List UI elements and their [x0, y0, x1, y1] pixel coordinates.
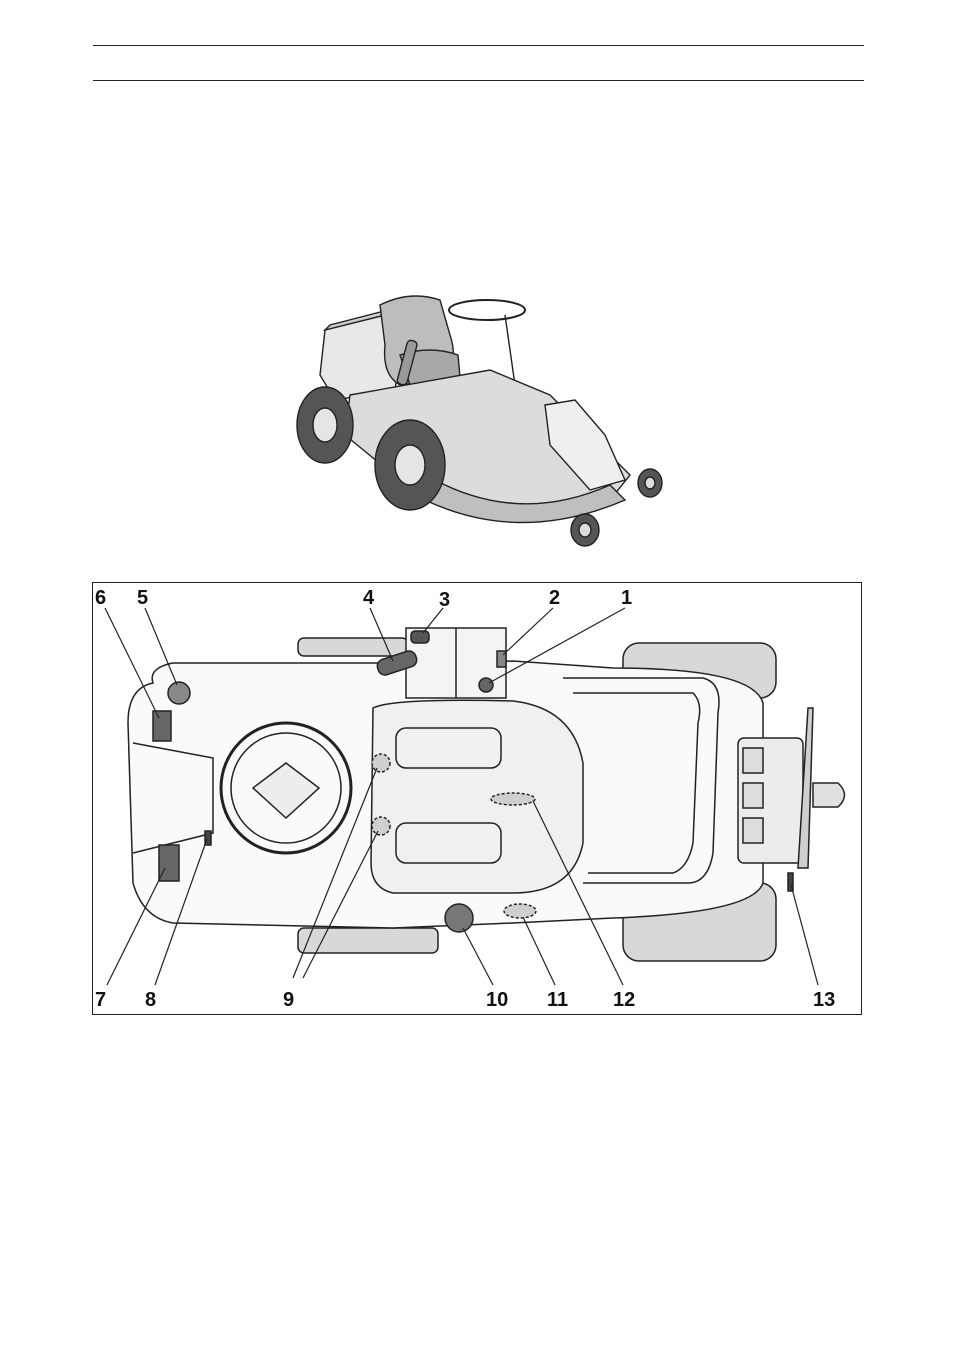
- callout-10: 10: [486, 990, 508, 1010]
- control-3-lever: [411, 631, 429, 643]
- control-12-mark: [491, 793, 535, 805]
- controls-diagram-frame: 1 2 3 4 5 6 7 8 9 10 11 12 13: [92, 582, 862, 1015]
- control-11-mark: [504, 904, 536, 918]
- control-5-pedal: [168, 682, 190, 704]
- callout-4: 4: [363, 588, 374, 608]
- mower-perspective-illustration: [290, 285, 675, 550]
- callout-3: 3: [439, 590, 450, 610]
- callout-5: 5: [137, 588, 148, 608]
- callout-7: 7: [95, 990, 106, 1010]
- control-7-pedal: [159, 845, 179, 881]
- callout-2: 2: [549, 588, 560, 608]
- callout-6: 6: [95, 588, 106, 608]
- callout-8: 8: [145, 990, 156, 1010]
- control-9-mark-upper: [372, 754, 390, 772]
- callout-13: 13: [813, 990, 835, 1010]
- callout-11: 11: [547, 990, 568, 1010]
- control-9-mark-lower: [372, 817, 390, 835]
- controls-top-view-diagram: [93, 583, 863, 1016]
- control-6-pedal: [153, 711, 171, 741]
- control-10-fuel-cap: [445, 904, 473, 932]
- callout-12: 12: [613, 990, 635, 1010]
- header-rule-bottom: [93, 80, 864, 81]
- callout-9: 9: [283, 990, 294, 1010]
- control-1-knob: [479, 678, 493, 692]
- callout-1: 1: [621, 588, 632, 608]
- header-rule-top: [93, 45, 864, 46]
